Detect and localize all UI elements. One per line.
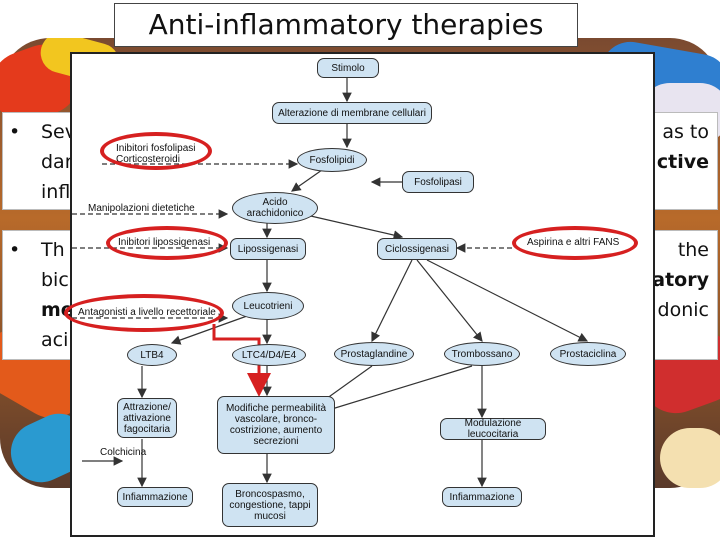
bullet2-line3-right: donic: [657, 299, 709, 321]
highlight-ring-antagonisti: [64, 294, 224, 332]
node-prostaciclina: Prostaciclina: [550, 342, 626, 366]
slide-title: Anti-inflammatory therapies: [114, 3, 578, 47]
node-ciclossigenasi: Ciclossigenasi: [377, 238, 457, 260]
bullet1-line1-right: as to: [662, 121, 709, 143]
bullet2-line1-left: Th: [41, 239, 65, 261]
node-modulazione: Modulazione leucocitaria: [440, 418, 546, 440]
bullet1-line2-right: ctive: [656, 151, 709, 173]
node-stimolo: Stimolo: [317, 58, 379, 78]
bullet1-line1-left: Sev: [41, 121, 76, 143]
node-attrazione: Attrazione/ attivazione fagocitaria: [117, 398, 177, 438]
bullet2-line1-right: the: [677, 239, 709, 261]
node-ltb4: LTB4: [127, 344, 177, 366]
bullet2-line2-left: bic: [41, 269, 69, 291]
bullet-marker: •: [9, 121, 21, 143]
bullet1-line3-left: infl: [41, 181, 71, 203]
bullet1-line2-left: dar: [41, 151, 73, 173]
node-fosfolipasi: Fosfolipasi: [402, 171, 474, 193]
node-infiammazione-1: Infiammazione: [117, 487, 193, 507]
highlight-ring-inibitori-lipossigenasi: [106, 226, 228, 260]
node-prostaglandine: Prostaglandine: [334, 342, 414, 366]
highlight-ring-aspirina: [512, 226, 638, 260]
arachidonic-pathway-diagram: Stimolo Alterazione di membrane cellular…: [64, 52, 655, 537]
node-trombossano: Trombossano: [444, 342, 520, 366]
node-alterazione: Alterazione di membrane cellulari: [272, 102, 432, 124]
node-leucotrieni: Leucotrieni: [232, 292, 304, 320]
bullet-marker: •: [9, 239, 21, 261]
node-ltc4: LTC4/D4/E4: [232, 344, 306, 366]
label-manipolazioni-dietetiche: Manipolazioni dietetiche: [88, 203, 195, 214]
node-broncospasmo: Broncospasmo, congestione, tappi mucosi: [222, 483, 318, 527]
node-infiammazione-2: Infiammazione: [442, 487, 522, 507]
node-modifiche: Modifiche permeabilità vascolare, bronco…: [217, 396, 335, 454]
bullet2-line4-left: aci: [41, 329, 69, 351]
node-lipossigenasi: Lipossigenasi: [230, 238, 306, 260]
node-acido-arachidonico: Acido arachidonico: [232, 192, 318, 224]
node-fosfolipidi: Fosfolipidi: [297, 148, 367, 172]
highlight-ring-inibitori-fosfolipasi: [100, 132, 212, 170]
bullet2-line2-right: atory: [652, 269, 709, 291]
label-colchicina: Colchicina: [100, 447, 147, 458]
